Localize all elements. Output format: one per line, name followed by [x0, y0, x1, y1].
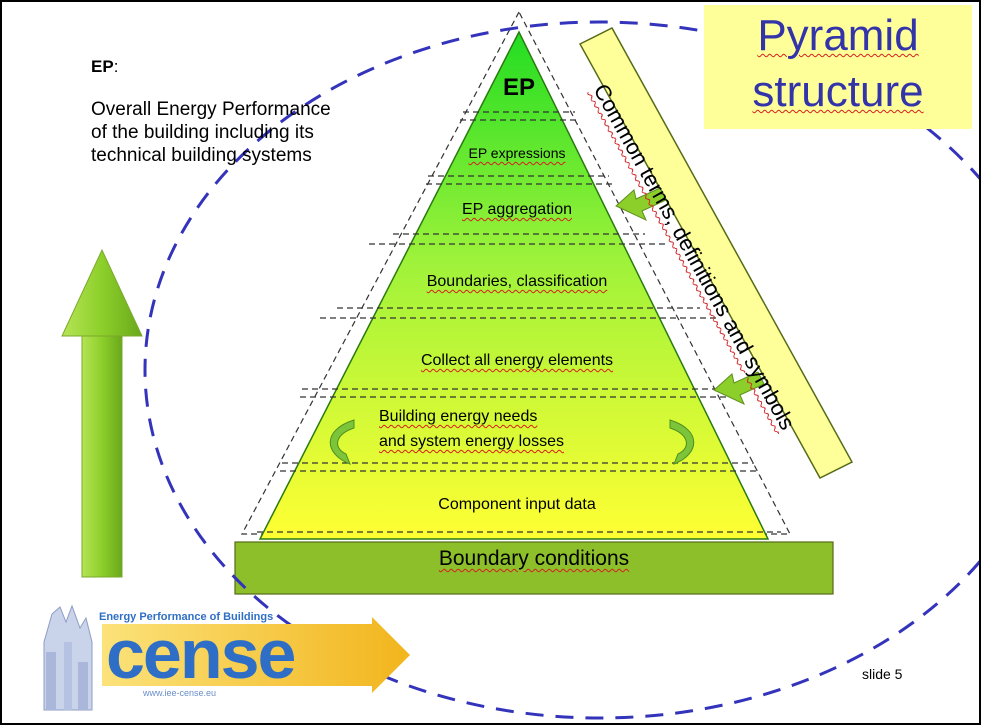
logo-wordmark: cense	[106, 615, 296, 693]
boundary-conditions-label: Boundary conditions	[438, 547, 630, 570]
slide-number: slide 5	[862, 666, 903, 682]
layer-boundaries: Boundaries, classification	[426, 273, 608, 290]
boundary-conditions-box	[234, 541, 834, 595]
ep-heading: EP:	[91, 57, 118, 77]
title-box: Pyramid structure	[704, 5, 972, 129]
logo-arrow-icon	[102, 617, 410, 693]
layer-ep-expressions: EP expressions	[468, 145, 566, 161]
logo-url: www.iee-cense.eu	[143, 688, 217, 698]
logo-heading: Energy Performance of Buildings	[99, 611, 274, 623]
scope-ellipse	[143, 20, 979, 720]
layer-system-losses: and system energy losses	[379, 433, 564, 450]
layer-energy-needs: Building energy needs	[379, 408, 538, 425]
cense-logo	[43, 604, 410, 711]
pyramid	[258, 30, 770, 540]
curved-arrow-right-icon	[669, 419, 695, 465]
up-arrow-icon	[61, 248, 143, 578]
title-line-2: structure	[752, 67, 924, 116]
ep-description: Overall Energy Performance of the buildi…	[91, 99, 331, 166]
ep-heading-colon: :	[113, 57, 119, 76]
layer-ep-aggregation: EP aggregation	[461, 201, 572, 218]
side-banner	[578, 27, 854, 479]
pyramid-apex-label: EP	[502, 74, 535, 101]
layer-component-input: Component input data	[438, 496, 596, 513]
title-line-1: Pyramid	[757, 11, 919, 60]
banner-arrow-icon	[615, 187, 765, 406]
layer-collect-energy: Collect all energy elements	[420, 352, 614, 369]
curved-arrow-left-icon	[329, 419, 355, 465]
ep-heading-text: EP	[91, 57, 114, 76]
